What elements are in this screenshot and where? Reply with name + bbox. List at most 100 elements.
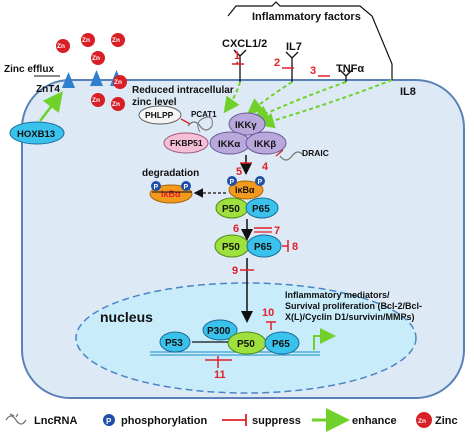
ikkb-label: IKKβ (254, 139, 276, 150)
cxcl-label: CXCL1/2 (222, 38, 267, 50)
p65-node (264, 331, 300, 355)
svg-text:Zn: Zn (112, 101, 120, 108)
legend-enhance-label: enhance (352, 415, 397, 427)
svg-text:Zn: Zn (418, 418, 426, 425)
znt4-label: ZnT4 (36, 84, 60, 95)
mediators-line-3: X(L)/Cyclin D1/survivin/MMPs) (285, 312, 415, 322)
number-7: 7 (274, 225, 280, 237)
mediators-label: Inflammatory mediators/ Survival prolife… (285, 290, 425, 322)
mediators-line-2: Survival proliferation (Bcl-2/Bcl- (285, 301, 422, 311)
number-10: 10 (262, 307, 274, 319)
zinc-ion: Zn (111, 33, 125, 47)
legend: LncRNA P phosphorylation suppress enhanc… (5, 408, 458, 432)
suppress-4 (275, 149, 284, 157)
tnfa-label: TNFα (336, 63, 364, 75)
il8-label: IL8 (400, 86, 416, 98)
svg-text:Zn: Zn (112, 37, 120, 44)
receptor-il7 (285, 51, 299, 82)
draic-label: DRAIC (302, 148, 329, 158)
enhance-hoxb13-znt4 (39, 91, 64, 122)
reduced-zinc-line-2: zinc level (132, 97, 177, 108)
zinc-efflux-label: Zinc efflux (4, 64, 54, 75)
lncrna-pcat1-icon (187, 121, 213, 131)
svg-text:P: P (258, 179, 263, 186)
legend-phosphorylation-label: phosphorylation (121, 415, 207, 427)
svg-text:P: P (230, 179, 235, 186)
suppress-pcat1-phlpp (180, 118, 191, 125)
phospho-icon: P (227, 176, 237, 186)
hoxb13-node (9, 121, 65, 145)
phospho-icon: P (151, 181, 161, 191)
reduced-zinc-line-1: Reduced intracellular (132, 85, 234, 96)
number-1: 1 (234, 50, 240, 62)
p50-label: P50 (222, 204, 240, 215)
mediators-line-1: Inflammatory mediators/ (285, 290, 390, 300)
zinc-ion: Zn (113, 75, 127, 89)
fkbp51-label: FKBP51 (170, 138, 203, 148)
number-3: 3 (310, 65, 316, 77)
number-11: 11 (214, 369, 226, 381)
p65-label: P65 (272, 339, 290, 350)
p53-label: P53 (165, 338, 183, 349)
inflammatory-factors-label: Inflammatory factors (252, 11, 361, 23)
phospho-icon: P (181, 181, 191, 191)
p65-node (245, 197, 279, 219)
zinc-ion: Zn (91, 51, 105, 65)
phospho-icon: P (255, 176, 265, 186)
svg-text:Zn: Zn (114, 79, 122, 86)
number-9: 9 (232, 265, 238, 277)
p300-node (202, 319, 238, 341)
svg-text:P: P (106, 417, 112, 426)
number-2: 2 (274, 57, 280, 69)
lncrna-legend-icon (5, 413, 27, 425)
legend-zinc-label: Zinc (435, 415, 458, 427)
p50-label: P50 (237, 339, 255, 350)
svg-text:Zn: Zn (82, 37, 90, 44)
p50-label: P50 (222, 242, 240, 253)
znt4-transporter-1 (62, 72, 75, 88)
bracket-stem (371, 15, 393, 80)
p53-node (159, 331, 191, 353)
svg-text:P: P (154, 184, 159, 191)
svg-text:Zn: Zn (92, 97, 100, 104)
hoxb13-label: HOXB13 (17, 129, 55, 140)
phosphorylation-legend-icon: P (103, 414, 115, 426)
ikka-label: IKKα (218, 139, 240, 150)
svg-text:P: P (184, 184, 189, 191)
il7-label: IL7 (286, 41, 302, 53)
zinc-legend-icon: Zn (416, 412, 432, 428)
phlpp-node (138, 105, 182, 125)
receptor-cxcl (233, 49, 247, 82)
p65-node (246, 234, 282, 258)
ikba-label: IκBα (235, 185, 255, 195)
number-8: 8 (292, 241, 298, 253)
receptor-tnfa (339, 69, 353, 82)
degradation-label: degradation (142, 168, 199, 179)
p65-label: P65 (252, 204, 270, 215)
pcat1-label: PCAT1 (191, 110, 217, 119)
zinc-ion: Zn (56, 39, 70, 53)
ikky-node (228, 112, 266, 136)
phlpp-label: PHLPP (145, 110, 174, 120)
number-4: 4 (262, 161, 269, 173)
p65-label: P65 (254, 242, 272, 253)
number-6: 6 (233, 223, 239, 235)
legend-suppress-label: suppress (252, 415, 301, 427)
p300-label: P300 (207, 326, 231, 337)
zinc-ion: Zn (91, 93, 105, 107)
znt4-transporter-2 (90, 70, 103, 86)
ikba-node (228, 180, 264, 200)
ikkb-node (245, 131, 287, 155)
fkbp51-node (163, 132, 209, 154)
nucleus-label: nucleus (100, 309, 153, 325)
enhance-il8-ikk (258, 79, 393, 129)
number-5: 5 (236, 166, 242, 178)
svg-text:Zn: Zn (92, 55, 100, 62)
svg-text:Zn: Zn (57, 43, 65, 50)
zinc-ion: Zn (111, 97, 125, 111)
enhance-cxcl-ikk (223, 81, 241, 114)
ikky-label: IKKγ (235, 120, 257, 131)
reduced-zinc-label: Reduced intracellular zinc level (132, 85, 236, 108)
